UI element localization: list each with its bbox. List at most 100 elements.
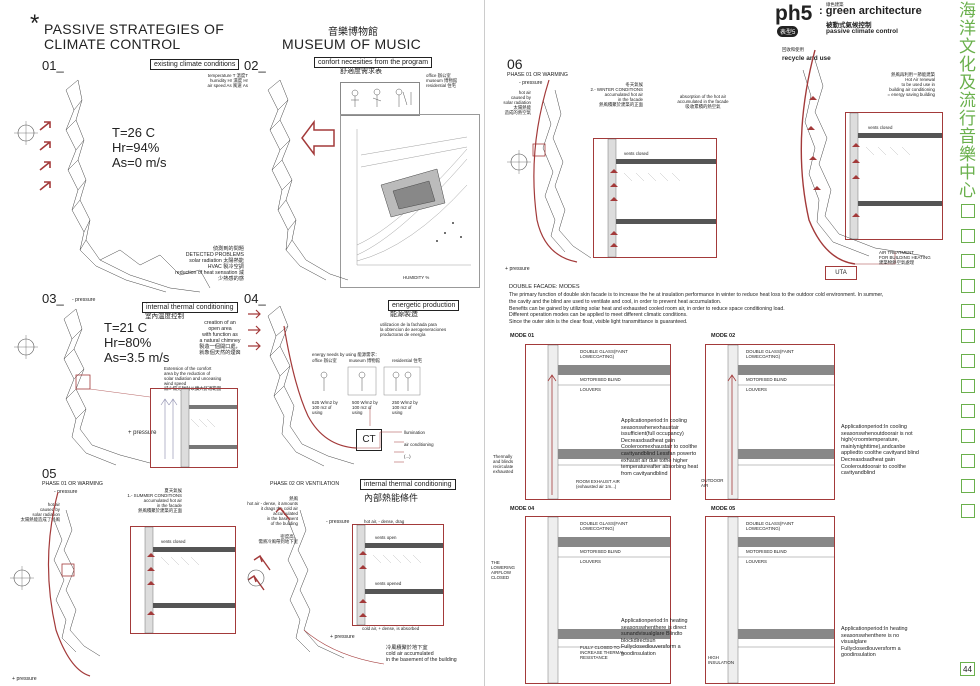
detail-box-05a: vents closed	[130, 526, 236, 634]
mode-05-double-glass: DOUBLE GLASS(FAINT LOWECOATING)	[746, 521, 794, 531]
building-section-03	[14, 308, 151, 466]
detail-section-05a	[144, 526, 235, 634]
detail-section-06b	[849, 112, 942, 240]
section-05-pressure-plus-2: + pressure	[330, 634, 355, 640]
mode-02-section	[727, 344, 834, 500]
ct-box: CT	[356, 429, 382, 451]
vents-opened-05b: vents opened	[375, 581, 402, 586]
double-facade-title: DOUBLE FACADE: MODES	[509, 284, 580, 290]
sidebar-char: 文	[959, 37, 976, 57]
title-asterisk: *	[30, 10, 40, 37]
mode-01-louvers: LOUVERS	[580, 387, 601, 392]
phase-02-label: PHASE 02 OR VENTILATION	[270, 481, 340, 487]
section-06-number: 06	[507, 56, 523, 72]
energy-people-icons	[320, 366, 421, 396]
internal-thermal-label: internal thermal conditioning	[142, 302, 238, 313]
mode-04-box: DOUBLE GLASS(FAINT LOWECOATING) MOTORISE…	[525, 516, 671, 684]
building-section-06b	[800, 49, 926, 265]
mode-04-section	[547, 516, 670, 684]
mode-02-box: DOUBLE GLASS(FAINT LOWECOATING) MOTORISE…	[705, 344, 835, 500]
energetic-label-zh: 能源製造	[390, 311, 418, 318]
sidebar-char: 行	[959, 109, 976, 129]
ph5-label: ph5	[775, 2, 813, 25]
energy-needs: energy needs by using 能源需求：	[312, 352, 380, 357]
passive-climate-zh: 被動式氣候控制	[826, 22, 872, 29]
mode-01-text: Applicationperiod:In cooling seasonswhen…	[621, 418, 699, 477]
sidebar-square	[960, 429, 975, 443]
mode-04-louvers: LOUVERS	[580, 559, 601, 564]
double-facade-text: The primary function of double skin faca…	[509, 292, 884, 326]
sidebar-char: 中	[959, 163, 976, 183]
vents-open-05b: vents open	[375, 535, 397, 540]
section-05-pressure-minus-2: - pressure	[326, 519, 350, 525]
sidebar-char: 心	[959, 181, 976, 201]
sidebar-square	[960, 254, 975, 268]
sidebar-square	[960, 379, 975, 393]
program-icons-box	[340, 82, 420, 116]
mode-01-box: DOUBLE GLASS(FAINT LOWECOATING) MOTORISE…	[525, 344, 671, 500]
detail-section-03	[160, 388, 237, 468]
mode-05-blind: MOTORISED BLIND	[746, 549, 787, 554]
section-06-pressure-minus: - pressure	[519, 80, 543, 86]
section-05-pressure-plus: + pressure	[12, 676, 37, 682]
section-05-pressure-minus: - pressure	[54, 489, 78, 495]
sidebar-square	[960, 404, 975, 418]
mode-04-blind: MOTORISED BLIND	[580, 549, 621, 554]
section-01-number: 01_	[42, 58, 64, 73]
building-section-02	[267, 79, 349, 281]
passive-climate-en: passive climate control	[826, 28, 898, 35]
sidebar-squares	[955, 204, 980, 518]
green-architecture: : green architecture	[819, 5, 922, 17]
sidebar-char: 流	[959, 91, 976, 111]
mode-01-blind: MOTORISED BLIND	[580, 377, 621, 382]
mode-05-text: Applicationperiod:In heating seasonswhen…	[841, 626, 908, 659]
mode-02-blind: MOTORISED BLIND	[746, 377, 787, 382]
badge: 表型5	[777, 26, 799, 37]
uta-box: UTA	[825, 266, 857, 280]
building-section-04	[248, 305, 404, 467]
sidebar-square	[960, 479, 975, 493]
sidebar-square	[960, 329, 975, 343]
title-line-1: PASSIVE STRATEGIES OF	[44, 21, 225, 37]
mode-02-double-glass: DOUBLE GLASS(FAINT LOWECOATING)	[746, 349, 794, 359]
museum-title-zh: 音樂博物館	[328, 27, 378, 38]
brand-small: 綠色建築	[826, 2, 844, 7]
mode-04-title: MODE 04	[510, 506, 535, 512]
mode-04-text: Applicationperiod:In heating seasonswhen…	[621, 618, 688, 657]
section-05-number: 05	[42, 466, 57, 481]
comfort-chart: HUMIDITY %	[340, 114, 480, 288]
mode-01-room-exhaust: ROOM EXHAUST AIR(exhausted air 1m...)	[576, 479, 620, 489]
detail-section-05b	[356, 524, 443, 626]
energetic-label: energetic production	[388, 300, 460, 311]
mode-05-louvers: LOUVERS	[746, 559, 767, 564]
psychrometric-chart	[356, 129, 471, 266]
section-03-pressure-plus: + pressure	[128, 430, 157, 436]
sidebar-square	[960, 304, 975, 318]
sidebar-square	[960, 279, 975, 293]
building-section-05b	[247, 507, 385, 665]
mode-02-text: Applicationperiod:In cooling seasonswhen…	[841, 424, 919, 477]
sidebar-title: 海 洋 文 化 及 流 行 音 樂 中 心	[955, 0, 980, 200]
vents-closed-06: vents closed	[624, 151, 649, 156]
sidebar-square	[960, 504, 975, 518]
hot-air-drag: hot air, - dense, drag	[364, 519, 405, 524]
detail-section-06	[607, 138, 716, 258]
building-section-05a	[10, 491, 101, 677]
cold-air-absorbed: cold air, + dense, is absorbed	[362, 626, 420, 631]
section-02-number: 02_	[244, 58, 266, 73]
sidebar-char: 海	[959, 1, 976, 21]
title-line-2: CLIMATE CONTROL	[44, 36, 181, 52]
sidebar-char: 及	[959, 73, 976, 93]
section-03-number: 03_	[42, 291, 64, 306]
